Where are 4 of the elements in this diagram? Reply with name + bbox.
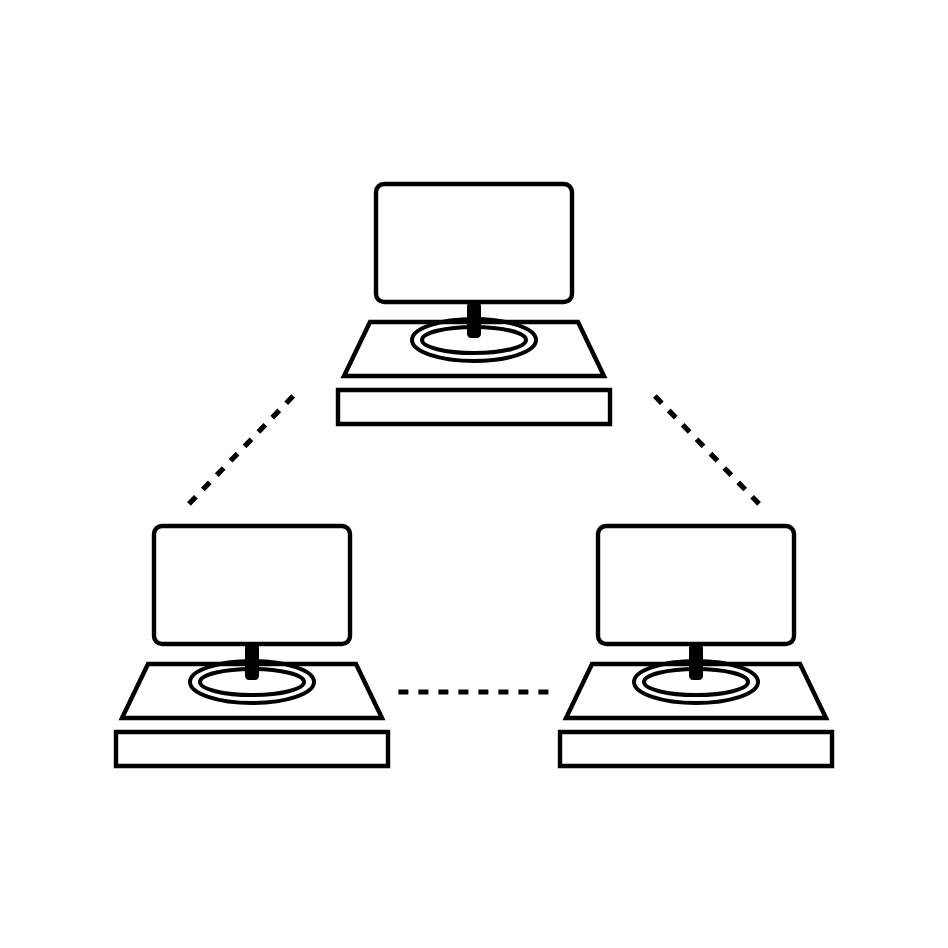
computer [335, 181, 613, 427]
dotted-line [398, 689, 554, 695]
computer [113, 523, 391, 769]
computer [557, 523, 835, 769]
